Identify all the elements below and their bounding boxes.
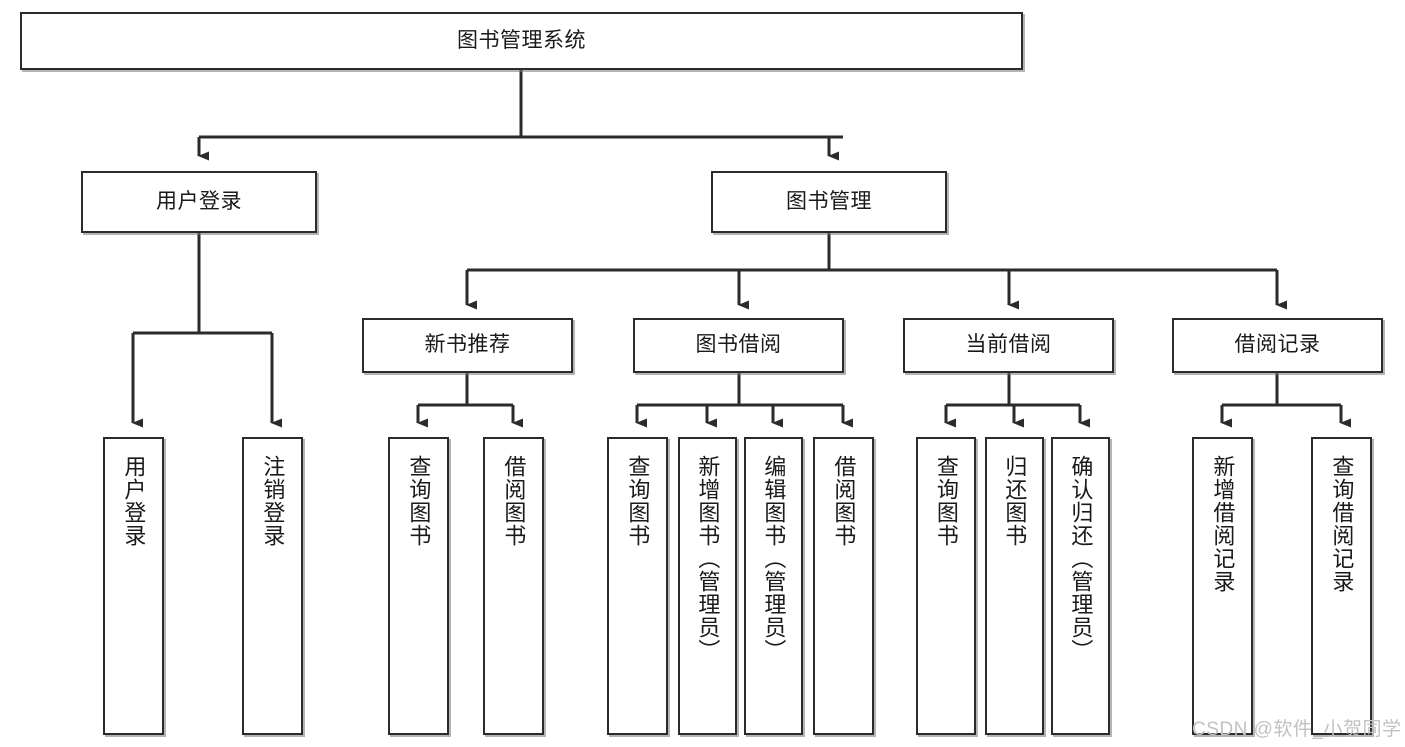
node-book-manage-label: 图书管理 bbox=[786, 189, 872, 213]
leaf-return-book-label: 归还图书 bbox=[1002, 455, 1028, 547]
leaf-borrow-book-1-label: 借阅图书 bbox=[501, 455, 527, 547]
node-user-login-label: 用户登录 bbox=[156, 189, 242, 213]
leaf-edit-book-label: 编辑图书（管理员） bbox=[761, 455, 787, 662]
leaf-add-book[interactable]: 新增图书（管理员） bbox=[678, 437, 737, 735]
node-new-book-recommend-label: 新书推荐 bbox=[424, 333, 511, 357]
leaf-borrow-book-2-label: 借阅图书 bbox=[831, 455, 857, 547]
leaf-logout-login-label: 注销登录 bbox=[260, 455, 286, 547]
leaf-query-record-label: 查询借阅记录 bbox=[1329, 455, 1355, 593]
node-root[interactable]: 图书管理系统 bbox=[20, 12, 1023, 70]
node-root-label: 图书管理系统 bbox=[457, 28, 586, 52]
node-current-borrow[interactable]: 当前借阅 bbox=[903, 318, 1114, 373]
leaf-add-record-label: 新增借阅记录 bbox=[1210, 455, 1236, 593]
leaf-query-book-1-label: 查询图书 bbox=[406, 455, 432, 547]
leaf-query-book-1[interactable]: 查询图书 bbox=[388, 437, 449, 735]
leaf-logout-login[interactable]: 注销登录 bbox=[242, 437, 303, 735]
leaf-query-book-2[interactable]: 查询图书 bbox=[607, 437, 668, 735]
node-book-borrow[interactable]: 图书借阅 bbox=[633, 318, 844, 373]
leaf-add-book-label: 新增图书（管理员） bbox=[695, 455, 721, 662]
node-current-borrow-label: 当前借阅 bbox=[965, 333, 1052, 357]
csdn-watermark: CSDN @软件_小贺同学 bbox=[1192, 719, 1402, 740]
leaf-query-book-3-label: 查询图书 bbox=[933, 455, 959, 547]
leaf-query-record[interactable]: 查询借阅记录 bbox=[1311, 437, 1372, 735]
leaf-edit-book[interactable]: 编辑图书（管理员） bbox=[744, 437, 803, 735]
leaf-query-book-2-label: 查询图书 bbox=[625, 455, 651, 547]
node-new-book-recommend[interactable]: 新书推荐 bbox=[362, 318, 573, 373]
leaf-add-record[interactable]: 新增借阅记录 bbox=[1192, 437, 1253, 735]
node-book-manage[interactable]: 图书管理 bbox=[711, 171, 947, 233]
leaf-borrow-book-2[interactable]: 借阅图书 bbox=[813, 437, 874, 735]
leaf-query-book-3[interactable]: 查询图书 bbox=[916, 437, 976, 735]
node-borrow-record[interactable]: 借阅记录 bbox=[1172, 318, 1383, 373]
node-user-login[interactable]: 用户登录 bbox=[81, 171, 317, 233]
leaf-confirm-return[interactable]: 确认归还（管理员） bbox=[1051, 437, 1110, 735]
leaf-borrow-book-1[interactable]: 借阅图书 bbox=[483, 437, 544, 735]
node-book-borrow-label: 图书借阅 bbox=[695, 333, 782, 357]
leaf-confirm-return-label: 确认归还（管理员） bbox=[1068, 455, 1094, 662]
leaf-user-login-label: 用户登录 bbox=[121, 455, 147, 547]
leaf-return-book[interactable]: 归还图书 bbox=[985, 437, 1044, 735]
leaf-user-login[interactable]: 用户登录 bbox=[103, 437, 164, 735]
node-borrow-record-label: 借阅记录 bbox=[1234, 333, 1321, 357]
